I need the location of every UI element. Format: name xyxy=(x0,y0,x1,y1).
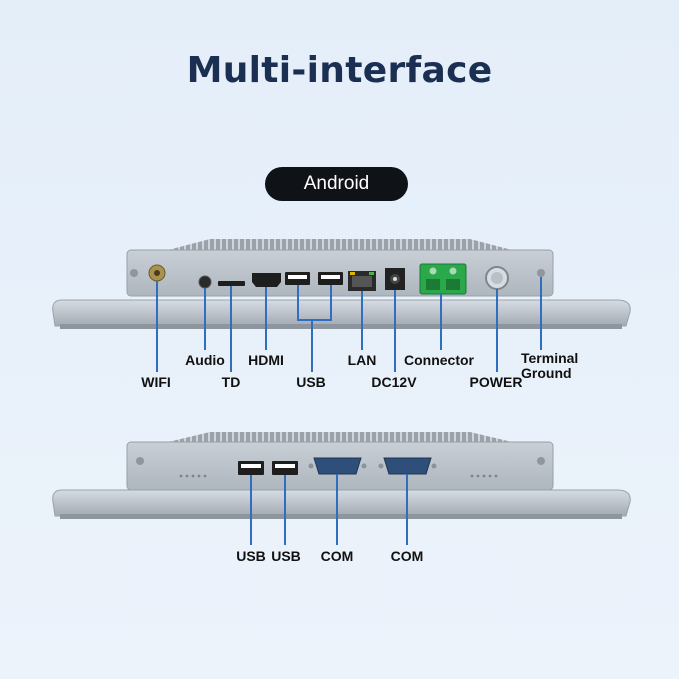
label-usb: USB xyxy=(296,374,326,390)
label-power: POWER xyxy=(469,374,523,390)
power-button xyxy=(485,266,509,290)
heatsink-fins xyxy=(168,239,512,250)
label-wifi: WIFI xyxy=(141,374,171,390)
os-badge: Android xyxy=(265,167,408,201)
os-badge-label: Android xyxy=(303,173,370,194)
leader-lines-top xyxy=(156,277,542,372)
com-port xyxy=(308,457,367,475)
com-port xyxy=(378,457,437,475)
screw-icon xyxy=(537,457,545,465)
label-terminal-ground: Terminal Ground xyxy=(521,350,579,381)
usb-port xyxy=(272,461,298,475)
label-usb-2: USB xyxy=(271,548,301,564)
audio-jack xyxy=(198,275,212,289)
label-usb-1: USB xyxy=(236,548,266,564)
usb-port xyxy=(318,272,343,285)
status-led-dots xyxy=(179,474,498,478)
label-dc12v: DC12V xyxy=(371,374,417,390)
label-com-2: COM xyxy=(390,548,424,564)
terminal-connector xyxy=(419,263,467,295)
label-td: TD xyxy=(221,374,241,390)
screw-icon xyxy=(130,269,138,277)
heatsink-fins xyxy=(168,432,512,442)
label-lan: LAN xyxy=(347,352,377,368)
usb-port xyxy=(285,272,310,285)
usb-port xyxy=(238,461,264,475)
hdmi-port xyxy=(252,273,281,287)
label-connector: Connector xyxy=(404,352,474,368)
top-panel-device xyxy=(52,239,631,329)
leader-lines-bottom xyxy=(250,474,408,545)
dc12v-port xyxy=(385,268,405,290)
wifi-antenna-port xyxy=(148,264,166,282)
bezel-frame xyxy=(52,489,631,517)
label-audio: Audio xyxy=(185,352,225,368)
td-card-slot xyxy=(218,281,245,286)
label-hdmi: HDMI xyxy=(248,352,284,368)
page-title: Multi-interface xyxy=(186,50,493,91)
bottom-panel-device xyxy=(52,432,631,519)
screw-icon xyxy=(537,269,545,277)
lan-port xyxy=(348,271,376,291)
screw-icon xyxy=(136,457,144,465)
label-com-1: COM xyxy=(320,548,354,564)
bezel-frame xyxy=(52,299,631,327)
